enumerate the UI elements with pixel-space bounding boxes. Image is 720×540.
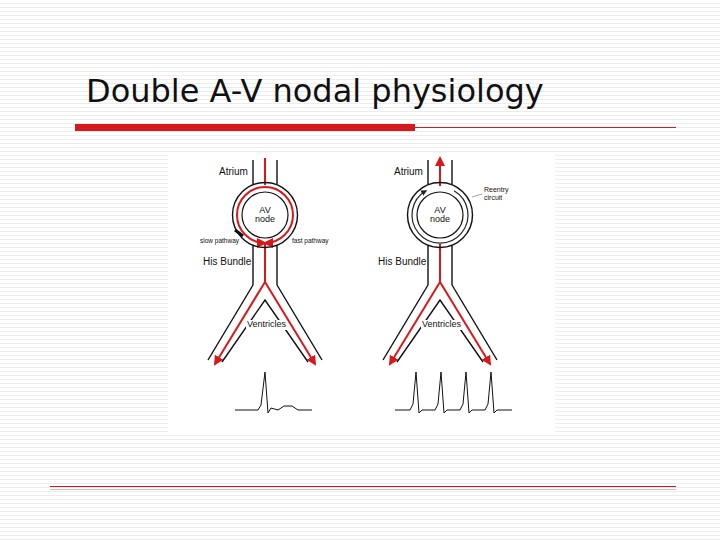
slide-title: Double A-V nodal physiology <box>86 72 544 110</box>
ecg-trace <box>395 372 512 413</box>
part-label: fast pathway <box>291 237 330 244</box>
title-bar <box>75 124 415 131</box>
part-label: His Bundle <box>377 256 427 267</box>
av-node-circle: AV node <box>231 181 299 249</box>
node-label: AV node <box>425 206 455 225</box>
leader-line <box>472 194 482 197</box>
inner-ring <box>242 192 288 238</box>
footer-rule <box>50 489 676 490</box>
ecg-trace <box>235 372 312 413</box>
part-label: His Bundle <box>202 256 252 267</box>
picture-ground <box>168 155 555 432</box>
reentry-loop <box>412 191 468 243</box>
part-label: Atrium <box>218 166 249 177</box>
title-rule <box>415 127 676 128</box>
av-node-circle: AV node <box>406 181 474 249</box>
node-label: AV node <box>250 206 280 225</box>
inner-ring <box>417 192 463 238</box>
footer-rule <box>50 486 676 487</box>
outer-ring <box>408 183 473 248</box>
outer-ring <box>233 183 298 248</box>
part-label: Ventricles <box>246 320 287 330</box>
part-label: Atrium <box>393 166 424 177</box>
part-label: Ventricles <box>421 320 462 330</box>
part-label: slow pathway <box>199 237 240 244</box>
part-label: Reentry circuit <box>483 186 519 201</box>
